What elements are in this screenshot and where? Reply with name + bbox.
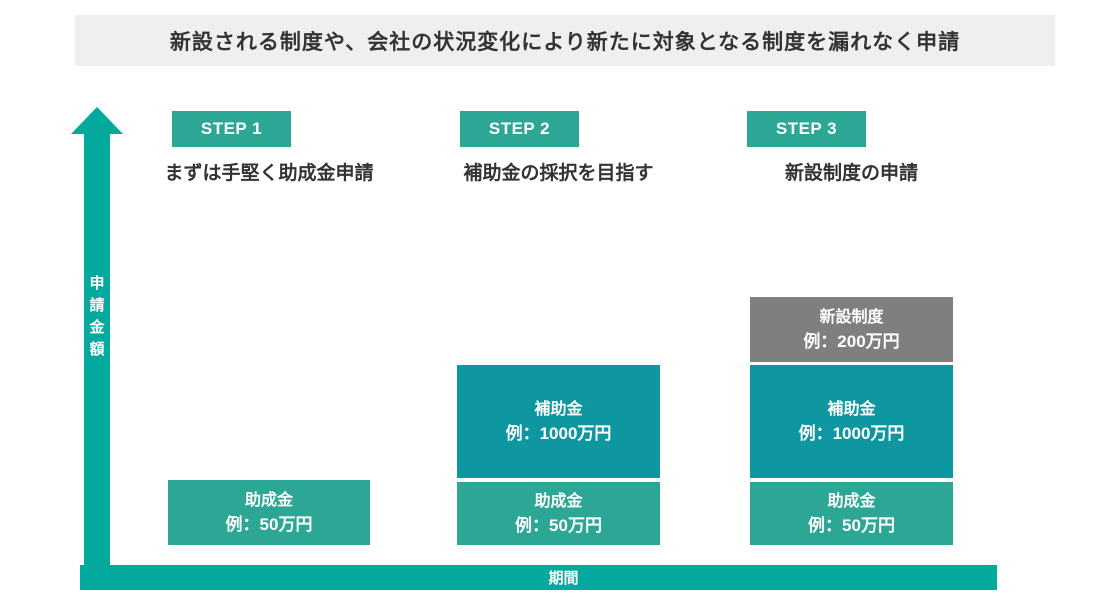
- diagram-title: 新設される制度や、会社の状況変化により新たに対象となる制度を漏れなく申請: [169, 30, 961, 54]
- step-1-description: まずは手堅く助成金申請: [164, 163, 374, 184]
- step-3-subsidy-box: 補助金 例：1000万円: [750, 365, 953, 478]
- step-2-grant-box: 助成金 例：50万円: [457, 482, 660, 545]
- title-banner: 新設される制度や、会社の状況変化により新たに対象となる制度を漏れなく申請: [75, 15, 1055, 66]
- box-label: 助成金: [244, 491, 293, 509]
- y-axis-arrow-icon: [71, 107, 123, 134]
- box-label: 新設制度: [819, 308, 884, 326]
- y-axis-shaft: [84, 133, 110, 590]
- y-axis-label: 申請金額: [89, 275, 105, 358]
- step-2-description: 補助金の採択を目指す: [463, 163, 654, 184]
- step-1-badge: STEP 1: [172, 111, 291, 147]
- step-3-description: 新設制度の申請: [784, 163, 918, 184]
- step-2-subsidy-box: 補助金 例：1000万円: [457, 365, 660, 478]
- step-3-badge-label: STEP 3: [775, 119, 838, 138]
- x-axis-label: 期間: [548, 570, 579, 587]
- box-example: 例：1000万円: [798, 423, 905, 443]
- box-label: 助成金: [534, 492, 583, 510]
- x-axis-bar: 期間: [80, 565, 997, 590]
- box-example: 例：50万円: [808, 515, 895, 535]
- step-1-grant-box: 助成金 例：50万円: [168, 480, 370, 545]
- box-label: 補助金: [534, 400, 583, 418]
- step-2-badge-label: STEP 2: [488, 119, 551, 138]
- box-example: 例：200万円: [803, 331, 900, 351]
- box-example: 例：1000万円: [505, 423, 612, 443]
- step-3-badge: STEP 3: [747, 111, 866, 147]
- box-label: 補助金: [827, 400, 876, 418]
- step-1-badge-label: STEP 1: [200, 119, 263, 138]
- box-example: 例：50万円: [225, 514, 313, 534]
- step-2-badge: STEP 2: [460, 111, 579, 147]
- box-example: 例：50万円: [515, 515, 602, 535]
- box-label: 助成金: [827, 492, 876, 510]
- step-3-new-program-box: 新設制度 例：200万円: [750, 297, 953, 362]
- step-3-grant-box: 助成金 例：50万円: [750, 482, 953, 545]
